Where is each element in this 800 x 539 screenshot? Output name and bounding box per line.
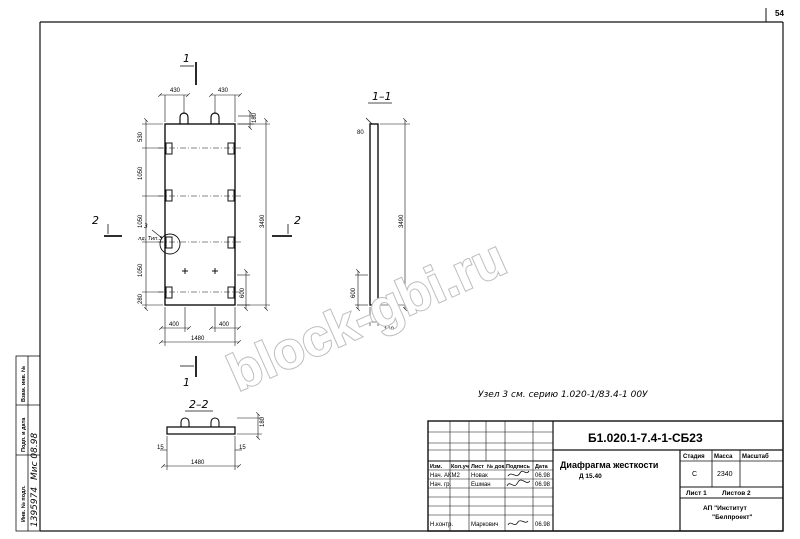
margin-handwritten-inv: 1395974 — [30, 487, 40, 527]
main-view — [151, 112, 242, 306]
dim-right-outer: 3490 — [260, 214, 266, 228]
row1-name: Новак — [471, 473, 488, 479]
margin-sign-date: Подп. и дата — [21, 417, 27, 452]
row2-name: Ешман — [471, 482, 491, 488]
stage-value: С — [692, 471, 697, 478]
dim-right-inner: 600 — [240, 287, 246, 298]
row3-name: Маркович — [471, 522, 498, 528]
section-1-1-label: 1–1 — [372, 90, 392, 103]
hdr-sign: Подпись — [506, 464, 530, 470]
hdr-kol: Кол.уч — [451, 464, 469, 470]
sheets-label: Листов 2 — [722, 490, 751, 497]
org-line2: "Белпроект" — [712, 514, 753, 521]
dim-left-4: 1050 — [138, 263, 144, 277]
mass-value: 2340 — [717, 471, 733, 478]
drawing-note: Узел 3 см. серию 1.020-1/83.4-1 00У — [478, 390, 648, 400]
section-2-2-width: 1480 — [191, 460, 205, 466]
row1-role: Нач. АКМ2 — [430, 473, 460, 479]
stage-label: Стадия — [683, 454, 705, 460]
mass-label: Масса — [714, 454, 733, 460]
hdr-date: Дата — [535, 464, 549, 470]
signature-scribbles — [506, 470, 531, 526]
doc-code: Б1.020.1-7.4-1-СБ23 — [588, 431, 703, 445]
node-ref: лд. Тип.3 — [137, 236, 162, 242]
watermark: block-gbi.ru — [219, 229, 514, 403]
dim-left-1: 530 — [138, 131, 144, 142]
node-label: 3 — [144, 223, 148, 230]
doc-title: Диафрагма жесткости — [560, 460, 658, 470]
cut-1-top: 1 — [183, 52, 190, 65]
section-2-2 — [160, 414, 262, 470]
dim-top-left: 430 — [170, 88, 181, 94]
cut-2-right: 2 — [294, 214, 301, 227]
row2-role: Нач. гр. — [430, 482, 452, 488]
section-1-1-thickness: 160 — [384, 327, 395, 333]
title-block — [427, 420, 784, 532]
row2-date: 06.98 — [535, 482, 551, 488]
doc-subtitle: Д 15.40 — [579, 473, 602, 480]
margin-handwritten-sign: Мис 08.98 — [30, 433, 40, 480]
cut-2-left: 2 — [92, 214, 99, 227]
hdr-list: Лист — [471, 464, 484, 470]
section-2-2-height: 180 — [260, 416, 266, 427]
section-2-2-label: 2–2 — [189, 398, 209, 411]
dim-top-right: 430 — [218, 88, 229, 94]
row3-date: 06.98 — [535, 522, 551, 528]
section-1-1-height: 3490 — [399, 214, 405, 228]
dim-left-3: 1050 — [138, 214, 144, 228]
cut-1-bottom: 1 — [183, 376, 190, 389]
section-2-2-left: 15 — [157, 445, 164, 451]
dim-top-loop: 180 — [252, 112, 258, 123]
section-1-1 — [355, 117, 410, 326]
sheet-number: 54 — [775, 9, 784, 18]
section-2-2-right: 15 — [239, 445, 246, 451]
margin-inv-dup: Взам. инв. № — [21, 366, 27, 402]
cut-lines — [104, 62, 292, 377]
margin-stamp — [15, 355, 41, 532]
sheet-label: Лист 1 — [686, 490, 707, 497]
dim-bottom-left: 400 — [169, 322, 180, 328]
dim-left-5: 280 — [138, 293, 144, 304]
dim-total-width: 1480 — [191, 336, 205, 342]
org-line1: АП "Институт — [703, 505, 747, 512]
row3-role: Н.контр. — [430, 522, 453, 528]
hdr-doc: № док. — [487, 464, 506, 470]
dim-bottom-right: 400 — [219, 322, 230, 328]
signature-rows: Нач. АКМ2 Новак 06.98 Нач. гр. Ешман 06.… — [430, 473, 551, 528]
header-row: Изм. Кол.уч Лист № док. Подпись Дата — [430, 464, 549, 470]
section-1-1-top-dim: 80 — [357, 130, 364, 136]
section-1-1-bottom: 600 — [351, 287, 357, 298]
row1-date: 06.98 — [535, 473, 551, 479]
hdr-izm: Изм. — [430, 464, 443, 470]
dim-left-2: 1050 — [138, 166, 144, 180]
scale-label: Масштаб — [742, 453, 769, 460]
margin-inv-orig: Инв. № подл. — [21, 485, 27, 522]
main-dims — [142, 95, 270, 346]
